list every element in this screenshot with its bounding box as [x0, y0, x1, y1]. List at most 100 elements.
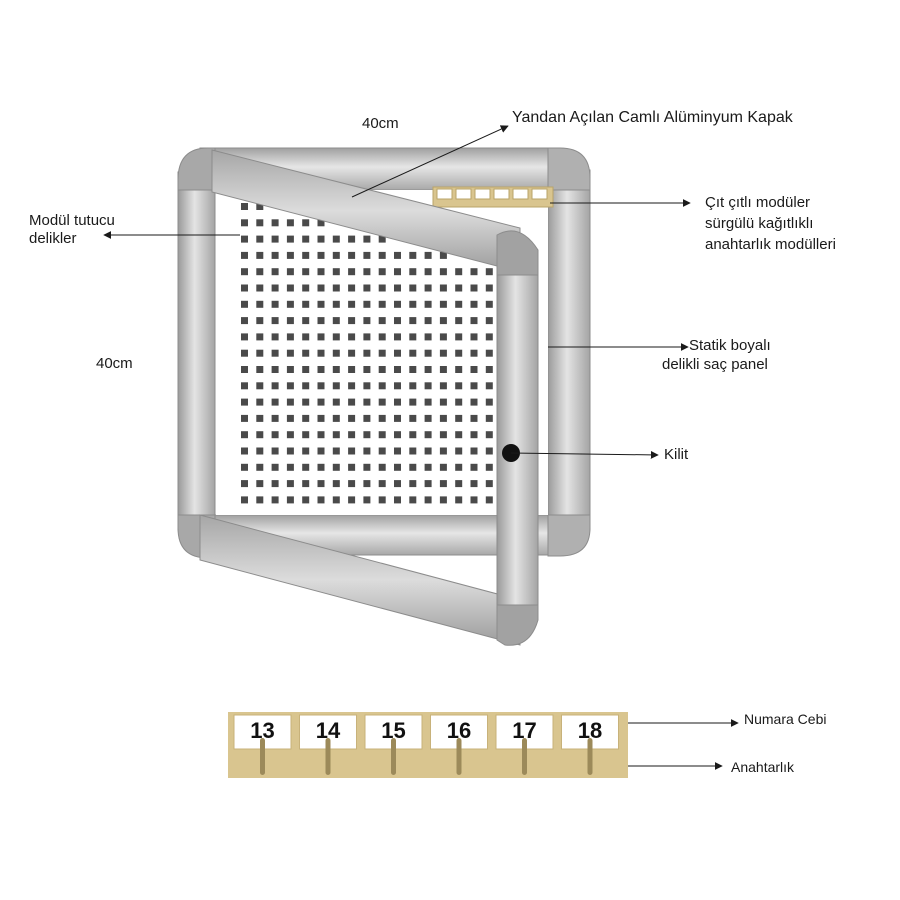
panel-hole	[332, 366, 340, 373]
module-number: 16	[447, 718, 471, 743]
panel-hole	[424, 268, 432, 276]
panel-hole	[302, 382, 310, 390]
panel-hole	[424, 480, 432, 488]
frame-left-bar	[177, 171, 216, 531]
panel-hole	[394, 496, 401, 504]
panel-hole	[256, 203, 264, 210]
panel-hole	[439, 382, 447, 390]
panel-hole	[378, 235, 386, 243]
panel-hole	[332, 317, 340, 325]
panel-hole	[439, 398, 447, 406]
panel-hole	[241, 284, 248, 292]
door-corner-bottom	[496, 604, 539, 646]
panel-hole	[256, 398, 264, 406]
panel-hole	[256, 382, 264, 390]
panel-hole	[363, 398, 371, 406]
panel-hole	[271, 447, 279, 455]
panel-hole	[256, 268, 264, 276]
mini-number-pocket	[531, 188, 548, 200]
panel-hole	[256, 366, 264, 373]
panel-hole	[302, 398, 310, 406]
panel-hole	[409, 480, 417, 488]
panel-hole	[439, 333, 447, 341]
panel-hole	[394, 382, 401, 390]
panel-hole	[302, 333, 310, 341]
mini-number-pocket	[474, 188, 491, 200]
panel-hole	[271, 268, 279, 276]
panel-hole	[302, 496, 310, 504]
module-number: 13	[250, 718, 274, 743]
panel-hole	[271, 414, 279, 422]
panel-hole	[317, 219, 325, 227]
panel-hole	[378, 349, 386, 357]
panel-hole	[363, 463, 371, 471]
panel-hole	[424, 447, 432, 455]
panel-hole	[439, 431, 447, 439]
panel-hole	[378, 398, 386, 406]
panel-hole	[439, 366, 447, 373]
panel-hole	[485, 317, 493, 325]
panel-hole	[241, 333, 248, 341]
panel-hole	[394, 447, 401, 455]
panel-hole	[378, 382, 386, 390]
panel-hole	[394, 268, 401, 276]
panel-hole	[271, 431, 279, 439]
panel-hole	[394, 366, 401, 373]
panel-hole	[485, 349, 493, 357]
panel-hole	[470, 480, 478, 488]
panel-hole	[485, 300, 493, 308]
panel-hole	[317, 268, 325, 276]
panel-hole	[332, 447, 340, 455]
panel-hole	[394, 300, 401, 308]
key-hook-label: Anahtarlık	[731, 759, 795, 775]
panel-hole	[439, 284, 447, 292]
panel-hole	[455, 300, 463, 308]
number-pocket-label: Numara Cebi	[744, 711, 827, 727]
panel-hole	[271, 382, 279, 390]
panel-hole	[409, 349, 417, 357]
panel-hole	[317, 398, 325, 406]
holes-label-line1: Modül tutucu	[29, 212, 115, 229]
panel-hole	[485, 333, 493, 341]
panel-hole	[409, 414, 417, 422]
panel-hole	[485, 463, 493, 471]
key-hook	[260, 738, 265, 775]
panel-hole	[256, 463, 264, 471]
panel-hole	[332, 496, 340, 504]
panel-hole	[317, 251, 325, 259]
panel-hole	[241, 317, 248, 325]
module-label-line2: sürgülü kağıtlıklı	[705, 215, 814, 232]
key-hook	[391, 738, 396, 775]
panel-hole	[455, 317, 463, 325]
panel-hole	[302, 235, 310, 243]
panel-hole	[378, 414, 386, 422]
panel-hole	[439, 414, 447, 422]
panel-hole	[332, 480, 340, 488]
panel-hole	[317, 300, 325, 308]
panel-hole	[241, 300, 248, 308]
panel-hole	[424, 398, 432, 406]
panel-hole	[378, 333, 386, 341]
panel-hole	[317, 463, 325, 471]
panel-hole	[348, 431, 356, 439]
panel-hole	[286, 284, 294, 292]
height-dimension-label: 40cm	[96, 355, 133, 372]
panel-hole	[271, 235, 279, 243]
panel-hole	[256, 431, 264, 439]
panel-hole	[424, 251, 432, 259]
panel-hole	[470, 333, 478, 341]
panel-hole	[455, 284, 463, 292]
panel-hole	[286, 366, 294, 373]
panel-hole	[485, 366, 493, 373]
panel-hole	[470, 300, 478, 308]
panel-hole	[470, 398, 478, 406]
panel-hole	[256, 317, 264, 325]
panel-hole	[439, 496, 447, 504]
panel-hole	[455, 496, 463, 504]
panel-hole	[271, 349, 279, 357]
panel-hole	[363, 251, 371, 259]
panel-hole	[271, 300, 279, 308]
panel-hole	[409, 398, 417, 406]
panel-hole	[317, 496, 325, 504]
